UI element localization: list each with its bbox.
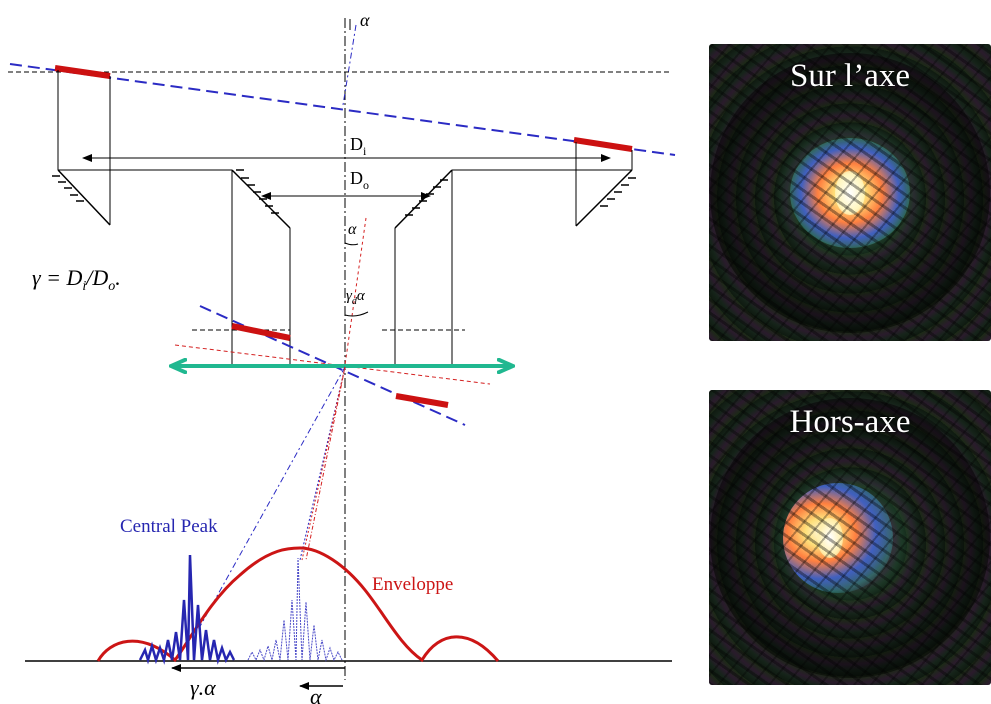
on-axis-title: Sur l’axe [789, 58, 911, 94]
mirror-segment [54, 65, 111, 79]
hatched-mirror-right-outer [575, 169, 636, 227]
central-peak-curve [138, 554, 236, 665]
alpha-mid-label: α [348, 221, 357, 238]
alpha-top-label: α [360, 10, 370, 30]
psf-panel-off-axis: Hors-axe [709, 390, 991, 685]
Di-label: Di [350, 134, 367, 158]
mirror-segment [231, 323, 291, 341]
mirror-segment [573, 137, 633, 152]
hatched-mirror-left-inner [231, 169, 291, 229]
red-tilted-axis [344, 217, 367, 366]
hatched-mirror-right-inner [394, 169, 453, 229]
hatched-mirror-left-outer [52, 169, 111, 226]
gamma-d-alpha-label: γdα [346, 288, 366, 307]
mirror-segment [395, 393, 449, 408]
shifted-peak-curve [247, 557, 343, 662]
red-dashed-line [174, 344, 491, 385]
optical-diagram: α Di Do [8, 10, 676, 704]
psf-panel-on-axis: Sur l’axe [709, 44, 991, 341]
primary-tilt-line [9, 63, 676, 156]
off-axis-title: Hors-axe [789, 404, 911, 440]
enveloppe-label: Enveloppe [372, 574, 453, 595]
Do-label: Do [350, 168, 369, 192]
envelope-curve [96, 546, 500, 663]
alpha-bottom-label: α [310, 684, 322, 704]
gamma-alpha-label: γ.α [190, 675, 216, 700]
gamma-formula: γ = Di/Do. [32, 265, 121, 294]
central-peak-label: Central Peak [120, 516, 218, 537]
